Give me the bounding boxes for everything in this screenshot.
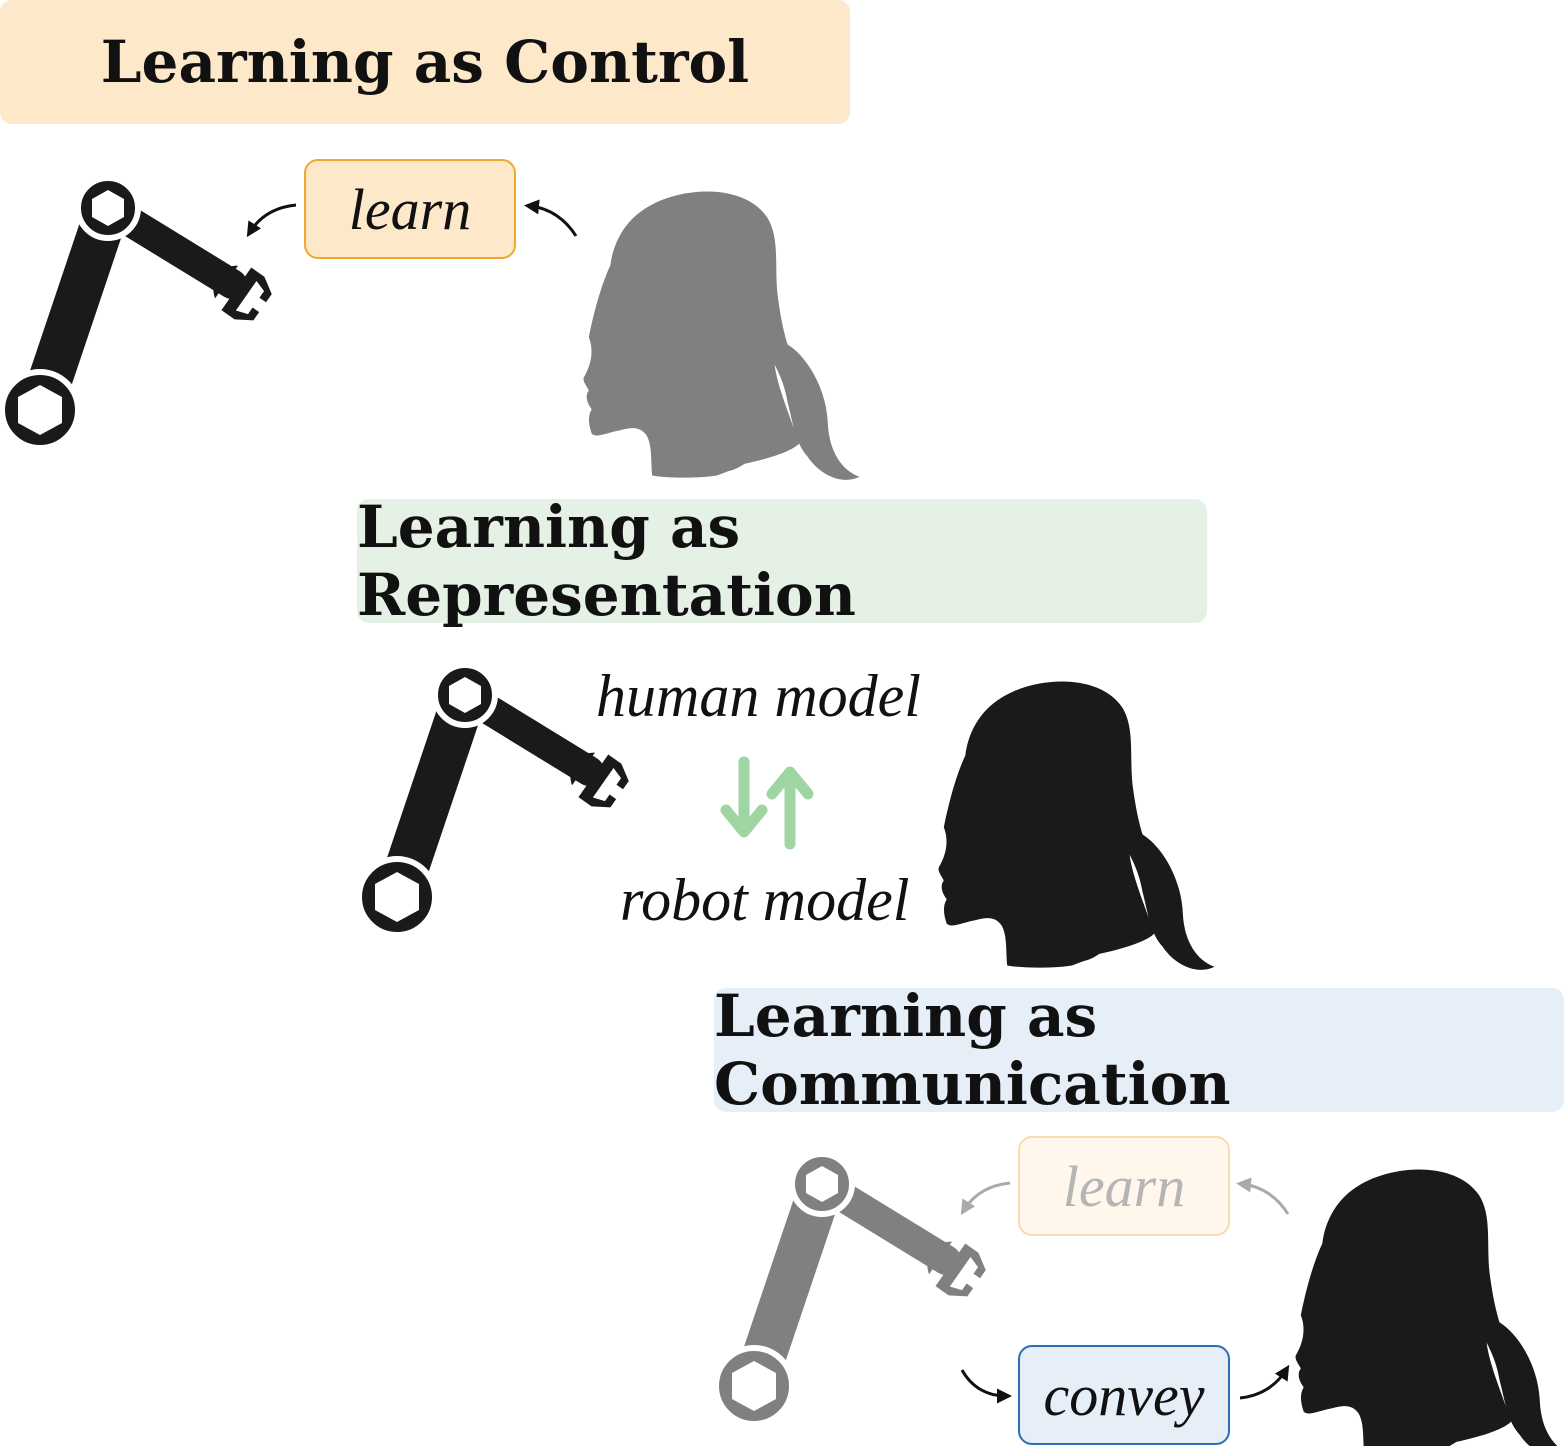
convey-box: convey (1018, 1345, 1230, 1445)
communication-title: Learning as Communication (714, 982, 1231, 1118)
faded-learn-label: learn (1062, 1153, 1186, 1219)
learn-label: learn (348, 176, 472, 242)
representation-title: Learning as Representation (357, 493, 856, 629)
representation-banner: Learning as Representation (357, 493, 1207, 629)
convey-label: convey (1043, 1362, 1205, 1428)
control-banner: Learning as Control (0, 0, 850, 124)
learn-box: learn (304, 159, 516, 259)
human-model-label: human model (596, 663, 921, 729)
communication-banner: Learning as Communication (714, 982, 1564, 1118)
control-title: Learning as Control (100, 28, 750, 96)
double-arrow-icon (720, 756, 814, 850)
faded-learn-box: learn (1018, 1136, 1230, 1236)
human-head-icon (1295, 1169, 1564, 1446)
robot-model-label: robot model (620, 867, 910, 933)
